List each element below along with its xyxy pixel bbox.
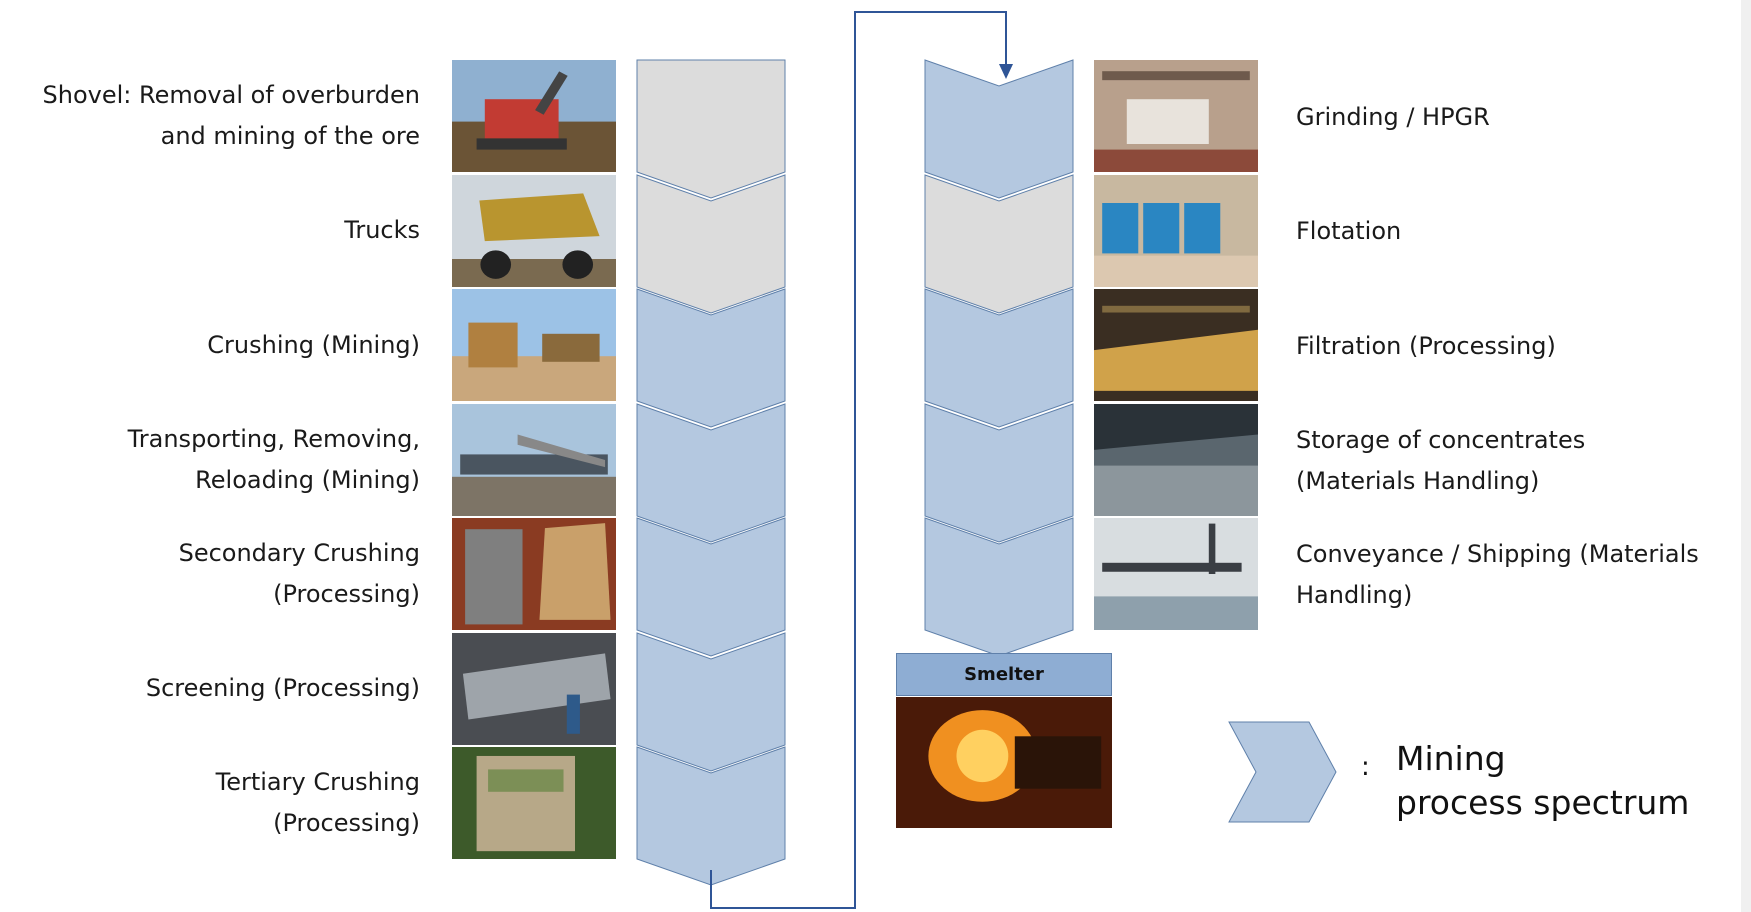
chevron-right-5 [924, 517, 1074, 657]
photo-shiploader [1094, 518, 1258, 630]
step-label-left-3-line-1: Crushing (Mining) [207, 330, 420, 359]
photo-truck [452, 174, 616, 287]
step-label-left-7: Tertiary Crushing (Processing) [216, 762, 420, 844]
step-label-right-3-line-1: Filtration (Processing) [1296, 331, 1556, 360]
photo-grinding [1094, 60, 1258, 172]
step-label-right-4-line-1: Storage of concentrates [1296, 425, 1586, 454]
step-label-left-2-line-1: Trucks [344, 216, 420, 244]
step-label-right-2: Flotation [1296, 211, 1401, 252]
step-label-left-6: Screening (Processing) [146, 668, 420, 709]
photo-tertiary-crusher [452, 747, 616, 859]
step-label-left-7-line-2: (Processing) [273, 809, 420, 837]
step-label-left-1-line-1: Shovel: Removal of overburden [42, 81, 421, 109]
photo-screen [452, 632, 616, 745]
legend-text: Mining process spectrum [1396, 737, 1689, 825]
step-label-left-2: Trucks [344, 210, 420, 251]
step-label-right-1-line-1: Grinding / HPGR [1296, 102, 1490, 131]
photo-cone-crusher [452, 518, 616, 630]
photo-conveyor [452, 403, 616, 516]
chevron-left-7 [636, 746, 786, 886]
step-label-left-4-line-2: Reloading (Mining) [195, 465, 420, 494]
step-label-left-1: Shovel: Removal of overburden and mining … [43, 75, 421, 157]
step-label-left-3: Crushing (Mining) [207, 325, 420, 366]
photo-storage [1094, 403, 1258, 516]
step-label-right-2-line-1: Flotation [1296, 217, 1402, 245]
step-label-left-1-line-2: and mining of the ore [160, 122, 420, 150]
step-label-right-3: Filtration (Processing) [1296, 326, 1556, 367]
step-label-left-5-line-1: Secondary Crushing [178, 539, 420, 567]
step-label-left-5: Secondary Crushing (Processing) [179, 533, 420, 615]
smelter-header: Smelter [896, 653, 1112, 696]
step-label-right-5-line-1: Conveyance / Shipping (Materials [1296, 540, 1699, 568]
photo-smelter [896, 697, 1112, 828]
step-label-right-4-line-2: (Materials Handling) [1296, 466, 1540, 495]
scrollbar[interactable] [1741, 0, 1751, 912]
step-label-left-7-line-1: Tertiary Crushing [215, 768, 420, 796]
step-label-left-5-line-2: (Processing) [273, 580, 420, 608]
step-label-left-4: Transporting, Removing, Reloading (Mining… [128, 419, 420, 501]
photo-crusher-plant [452, 289, 616, 401]
photo-shovel [452, 60, 616, 172]
step-label-right-5-line-2: Handling) [1296, 581, 1413, 609]
legend-chevron [1228, 721, 1337, 823]
step-label-right-4: Storage of concentrates (Materials Handli… [1296, 420, 1585, 502]
legend-line-1: Mining [1396, 739, 1506, 778]
photo-flotation [1094, 174, 1258, 287]
photo-filtration [1094, 289, 1258, 401]
legend-line-2: process spectrum [1396, 783, 1690, 822]
legend-colon: : [1361, 752, 1370, 782]
step-label-left-4-line-1: Transporting, Removing, [127, 424, 420, 453]
step-label-right-1: Grinding / HPGR [1296, 97, 1490, 138]
step-label-left-6-line-1: Screening (Processing) [145, 674, 420, 702]
